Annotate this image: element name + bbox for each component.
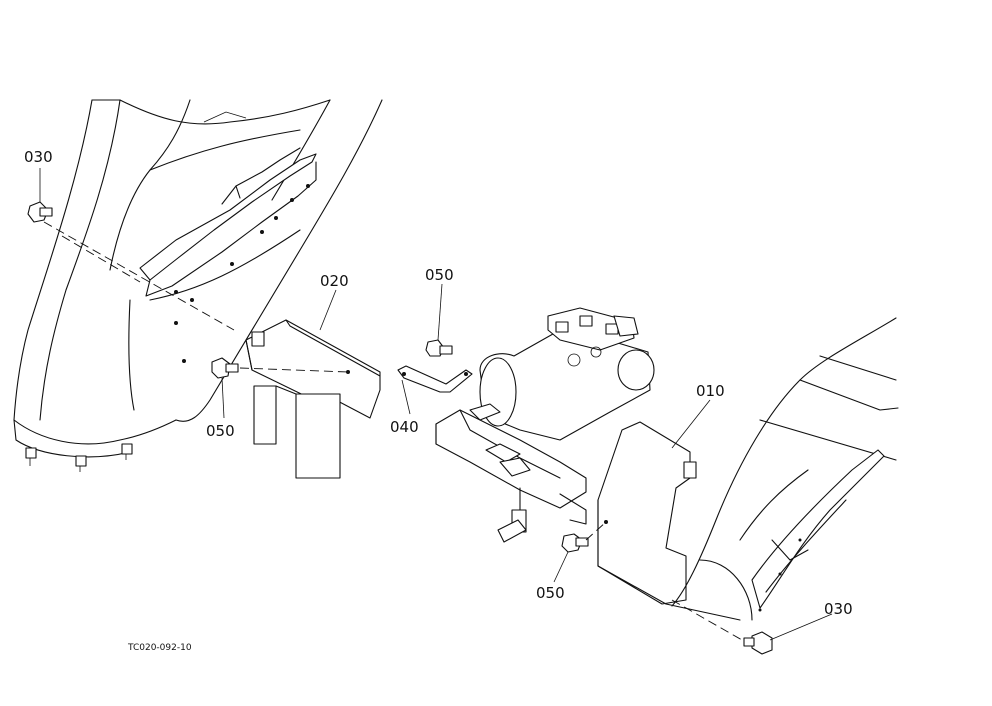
label-030-bottom-right: 030: [824, 600, 853, 618]
bolt-030-bottom-right: [743, 631, 773, 655]
label-050-bottom-mid: 050: [536, 584, 565, 602]
stay-040: [397, 365, 473, 393]
bolt-050-bottom-mid: [561, 533, 589, 553]
label-010: 010: [696, 382, 725, 400]
bolt-030-top-left: [27, 201, 53, 223]
label-050-left: 050: [206, 422, 235, 440]
label-020: 020: [320, 272, 349, 290]
valve-assembly: [435, 307, 655, 543]
label-030-top-left: 030: [24, 148, 53, 166]
label-040: 040: [390, 418, 419, 436]
right-fender: [665, 317, 899, 641]
left-fender: [13, 99, 383, 472]
part-labels: 030 020 050 050 040 010 050 030 TC020-09…: [24, 148, 853, 653]
cover-010: [585, 421, 697, 605]
bolt-050-top-mid: [425, 339, 453, 357]
cover-020: [239, 319, 381, 479]
bolt-050-left: [211, 357, 239, 379]
leader-lines: [39, 168, 833, 641]
label-050-top-mid: 050: [425, 266, 454, 284]
figure-code: TC020-092-10: [127, 643, 192, 653]
